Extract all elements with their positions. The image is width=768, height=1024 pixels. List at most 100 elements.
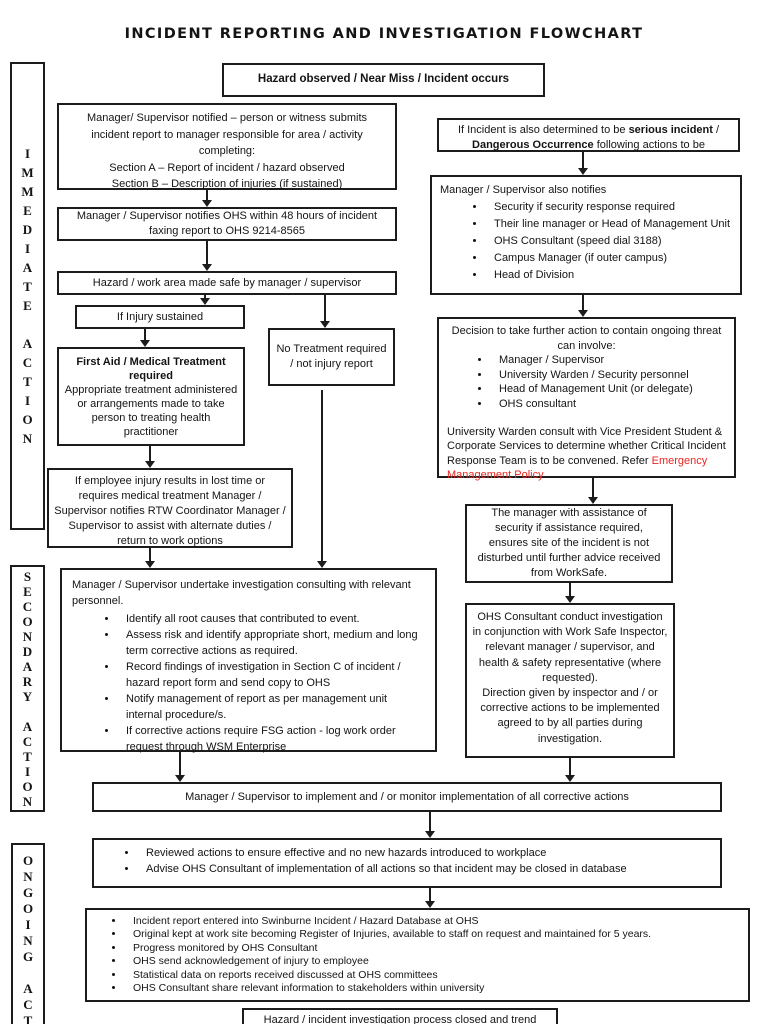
decision-heading: Decision to take further action to conta…	[451, 325, 722, 352]
flow-arrowhead-icon	[578, 310, 588, 317]
also-notifies-heading: Manager / Supervisor also notifies	[440, 184, 607, 196]
flow-connector-line	[569, 758, 571, 776]
flow-connector-line	[582, 295, 584, 311]
database-box: Incident report entered into Swinburne I…	[85, 908, 750, 1002]
flow-connector-line	[582, 152, 584, 169]
flow-connector-line	[321, 390, 323, 562]
bullet-item: Their line manager or Head of Management…	[486, 216, 732, 233]
sidebar-letter: S	[23, 568, 32, 584]
notify-ohs-box: Manager / Supervisor notifies OHS within…	[57, 207, 397, 241]
serious-text-1: If Incident is also determined to be	[457, 124, 629, 136]
flow-arrowhead-icon	[140, 340, 150, 347]
notified-box: Manager/ Supervisor notified – person or…	[57, 103, 397, 190]
bullet-item: OHS consultant	[491, 397, 726, 412]
sidebar-letter: C	[22, 355, 33, 370]
bullet-item: OHS Consultant (speed dial 3188)	[486, 233, 732, 250]
flow-arrowhead-icon	[320, 321, 330, 328]
sidebar-letter: N	[23, 869, 33, 884]
no-treatment-box: No Treatment required / not injury repor…	[268, 328, 395, 386]
bullet-item: Advise OHS Consultant of implementation …	[138, 861, 712, 877]
sidebar-letter: T	[23, 1013, 33, 1024]
notified-section-b: Section B – Description of injuries (if …	[111, 178, 343, 190]
sidebar-letter: N	[22, 628, 33, 644]
sidebar-letter: R	[22, 673, 33, 689]
serious-bold-2: Dangerous Occurrence	[472, 138, 594, 151]
flow-connector-line	[149, 446, 151, 462]
injury-sustained-box: If Injury sustained	[75, 305, 245, 329]
flow-connector-line	[206, 190, 208, 201]
bullet-item: Manager / Supervisor	[491, 353, 726, 368]
sidebar-letter: D	[22, 222, 33, 237]
ohs-investigation-p2: Direction given by inspector and / or co…	[480, 687, 660, 745]
sidebar-letter: M	[21, 184, 34, 199]
decision-paragraph: University Warden consult with Vice Pres…	[447, 425, 726, 483]
notify-ohs-text: Manager / Supervisor notifies OHS within…	[76, 210, 378, 237]
letter-gap	[26, 965, 29, 981]
flow-arrowhead-icon	[202, 200, 212, 207]
sidebar-letter: A	[22, 336, 33, 351]
notified-section-a: Section A – Report of incident / hazard …	[109, 161, 345, 174]
flow-arrowhead-icon	[425, 831, 435, 838]
letter-gap	[26, 315, 29, 334]
page-title: INCIDENT REPORTING AND INVESTIGATION FLO…	[124, 26, 644, 42]
bullet-item: Notify management of report as per manag…	[118, 691, 425, 723]
flow-connector-line	[206, 241, 208, 265]
rtw-text: If employee injury results in lost time …	[54, 475, 286, 547]
first-aid-body: Appropriate treatment administered or ar…	[64, 384, 238, 438]
sidebar-letter: D	[22, 643, 33, 659]
review-bullet-list: Reviewed actions to ensure effective and…	[102, 845, 712, 877]
bullet-item: Progress monitored by OHS Consultant	[125, 942, 740, 955]
implement-text: Manager / Supervisor to implement and / …	[185, 790, 629, 803]
injury-sustained-text: If Injury sustained	[116, 310, 204, 323]
sidebar-letter: T	[23, 374, 32, 389]
flow-connector-line	[179, 752, 181, 776]
sidebar-letter: A	[22, 658, 33, 674]
sidebar-letter: O	[22, 412, 33, 427]
serious-bold-1: serious incident	[628, 124, 713, 136]
flow-arrowhead-icon	[565, 775, 575, 782]
notified-text: Manager/ Supervisor notified – person or…	[86, 112, 368, 157]
also-notifies-bullet-list: Security if security response requiredTh…	[440, 199, 732, 284]
sidebar-letter: T	[23, 279, 32, 294]
sidebar-letter: M	[21, 165, 34, 180]
emergency-management-policy-link[interactable]: Emergency Management Policy	[447, 454, 708, 482]
bullet-item: Original kept at work site becoming Regi…	[125, 928, 740, 941]
first-aid-title: First Aid / Medical Treatment required	[76, 356, 226, 382]
sidebar-letter: G	[22, 949, 34, 964]
sidebar-letter: N	[22, 431, 33, 446]
investigation-intro: Manager / Supervisor undertake investiga…	[72, 579, 411, 607]
sidebar-letter: O	[22, 901, 34, 916]
sidebar-letter: E	[23, 583, 32, 599]
flow-connector-line	[429, 888, 431, 902]
implement-box: Manager / Supervisor to implement and / …	[92, 782, 722, 812]
ohs-investigation-p1: OHS Consultant conduct investigation in …	[472, 611, 668, 684]
bullet-item: Security if security response required	[486, 199, 732, 216]
sidebar-letter: E	[23, 298, 32, 313]
first-aid-box: First Aid / Medical Treatment required A…	[57, 347, 245, 446]
flow-arrowhead-icon	[175, 775, 185, 782]
sidebar-letter: N	[23, 933, 33, 948]
sidebar-letter: O	[22, 613, 33, 629]
bullet-item: Identify all root causes that contribute…	[118, 611, 425, 627]
bullet-item: Head of Management Unit (or delegate)	[491, 382, 726, 397]
preserve-site-text: The manager with assistance of security …	[477, 507, 661, 579]
sidebar-letter: C	[23, 997, 33, 1012]
flow-arrowhead-icon	[565, 596, 575, 603]
closure-box: Hazard / incident investigation process …	[242, 1008, 558, 1024]
serious-text-2: /	[712, 124, 720, 136]
made-safe-text: Hazard / work area made safe by manager …	[92, 276, 362, 289]
flow-arrowhead-icon	[588, 497, 598, 504]
investigation-box: Manager / Supervisor undertake investiga…	[60, 568, 437, 755]
sidebar-letter: A	[22, 718, 33, 734]
decision-bullet-list: Manager / SupervisorUniversity Warden / …	[447, 353, 726, 411]
investigation-bullet-list: Identify all root causes that contribute…	[72, 611, 425, 755]
sidebar-letter: O	[22, 778, 33, 794]
bullet-item: Statistical data on reports received dis…	[125, 969, 740, 982]
sidebar-letter: E	[23, 203, 32, 218]
sidebar-letter: I	[24, 146, 31, 161]
sidebar-letter: O	[22, 853, 34, 868]
made-safe-box: Hazard / work area made safe by manager …	[57, 271, 397, 295]
